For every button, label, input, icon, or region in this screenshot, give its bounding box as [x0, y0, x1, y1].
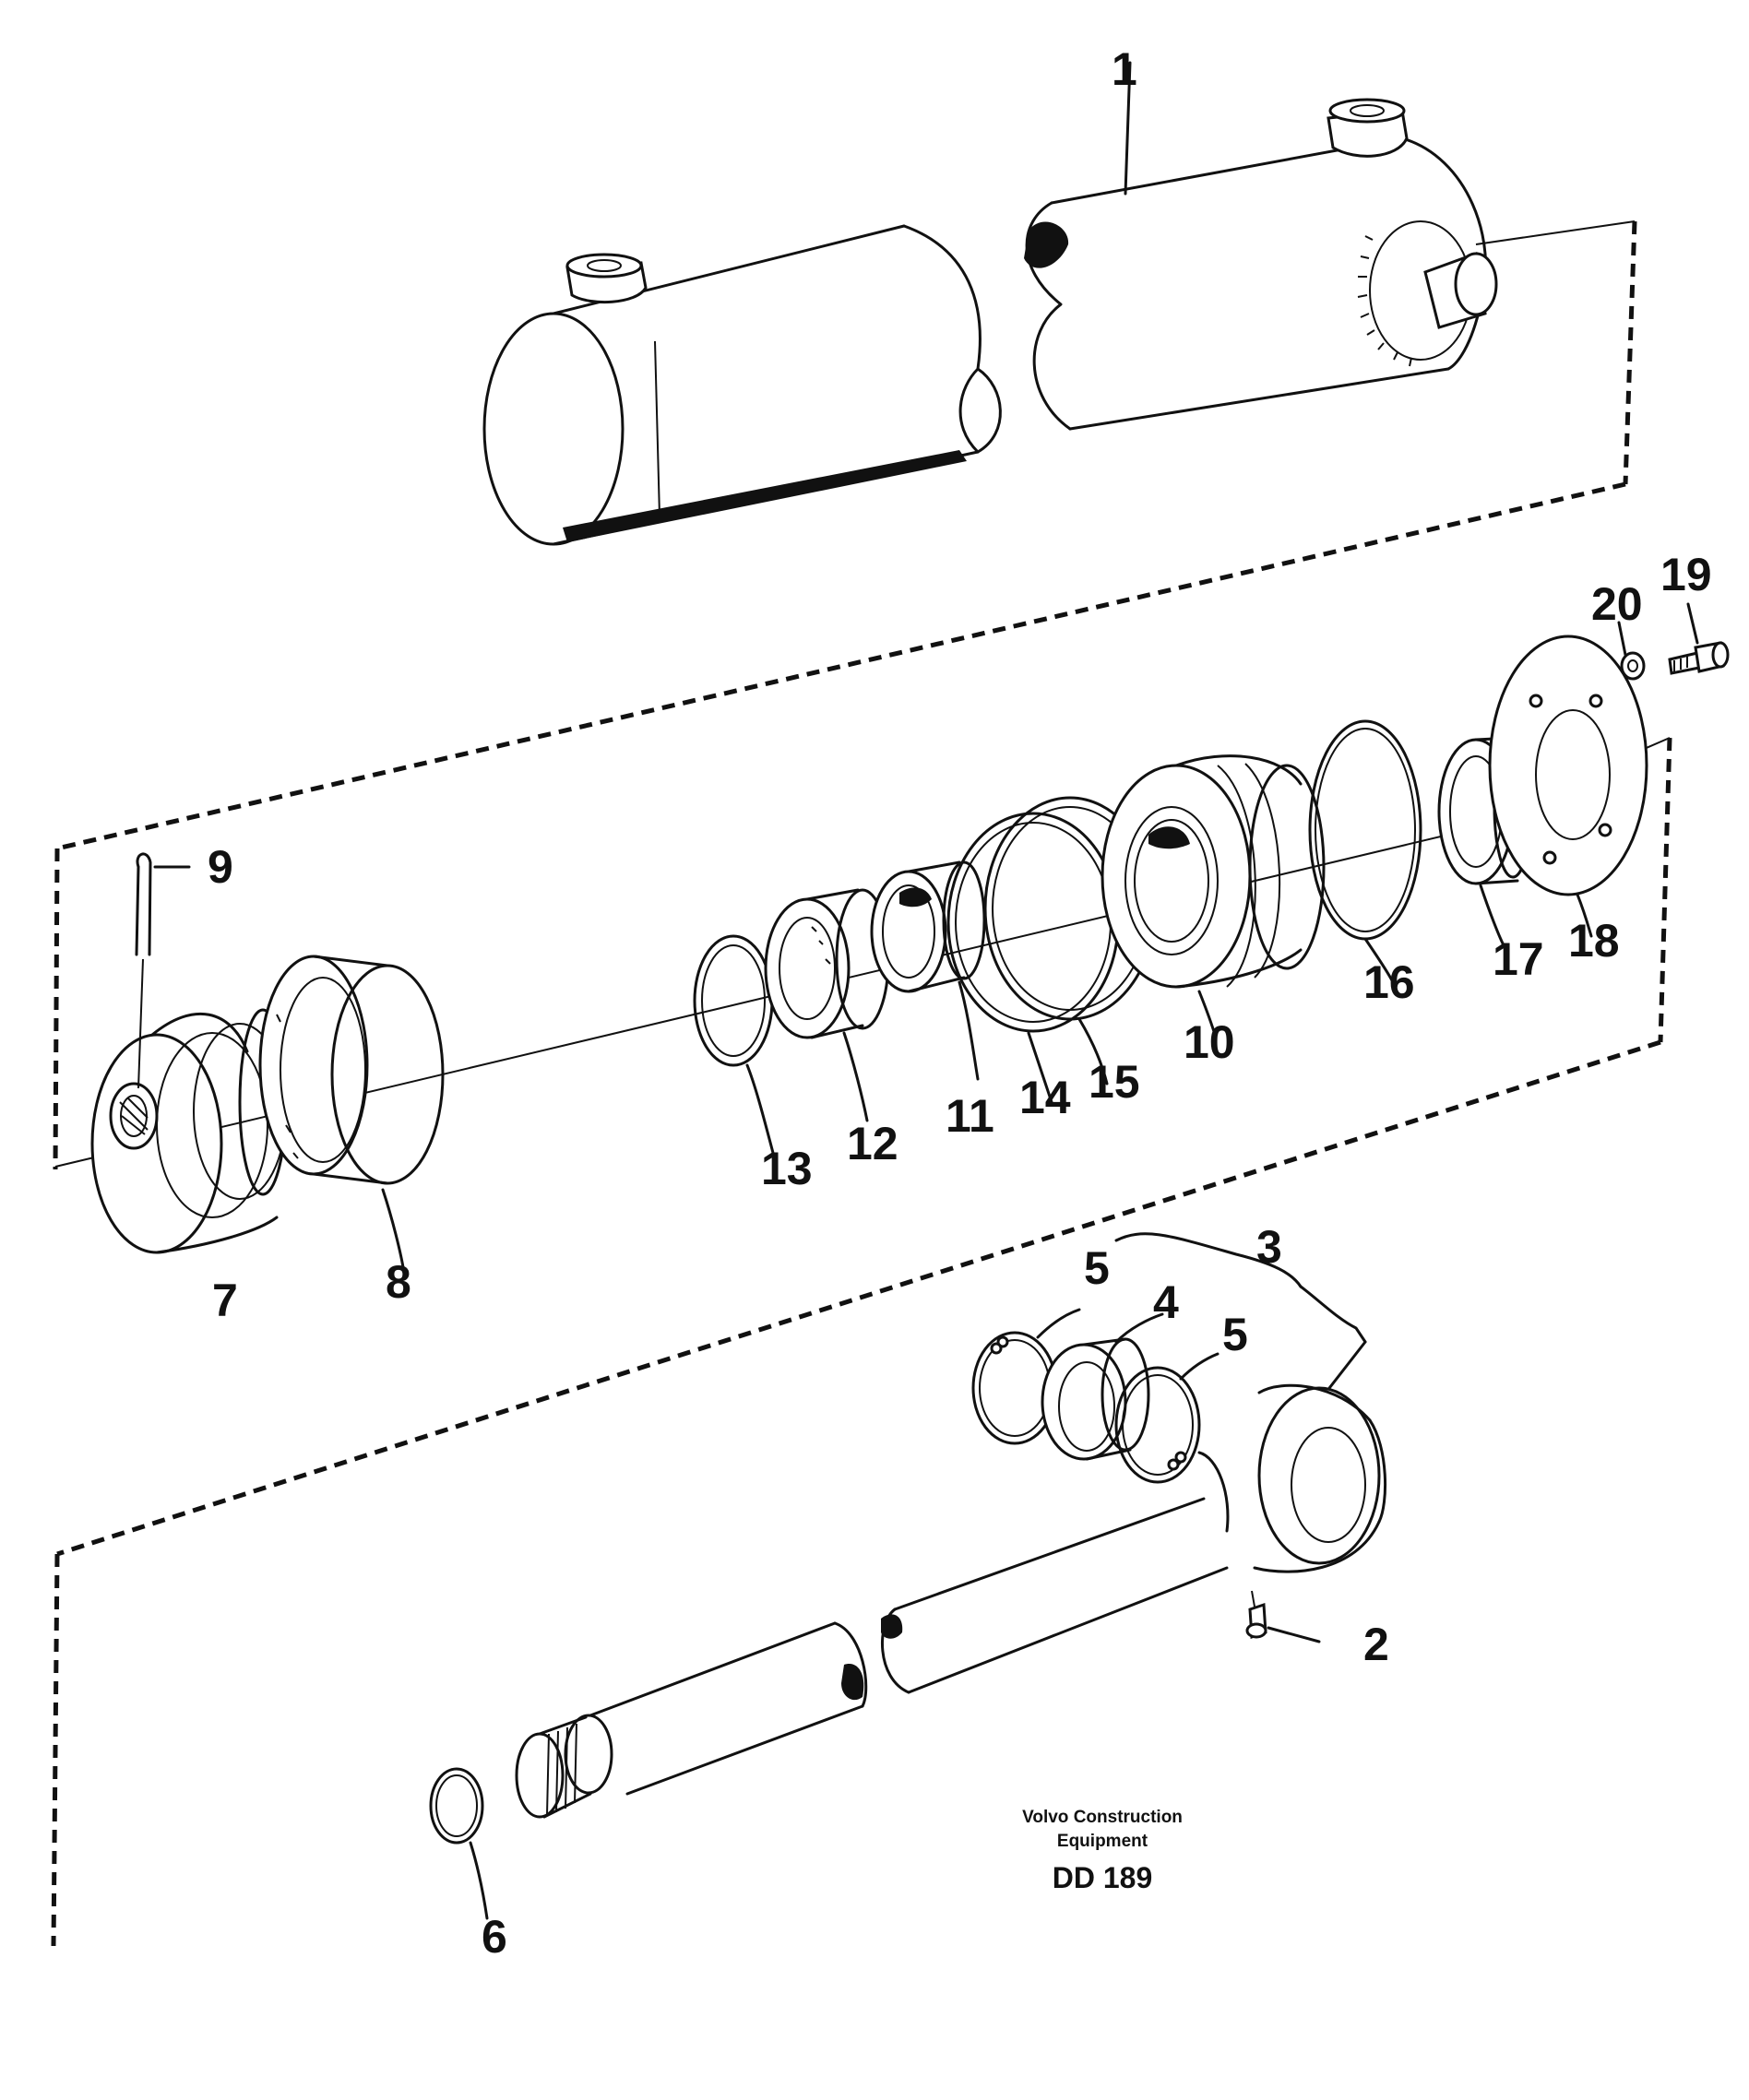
callout-5-right: 5	[1222, 1309, 1248, 1360]
caption-company: Volvo Construction	[1022, 1808, 1183, 1827]
callout-8: 8	[386, 1256, 411, 1308]
guide-ring-12	[764, 888, 890, 1122]
piston-rod	[515, 1383, 1386, 1819]
callout-13: 13	[761, 1143, 813, 1194]
callout-9: 9	[208, 841, 233, 893]
piston-10	[1101, 754, 1326, 1039]
callout-16: 16	[1363, 956, 1415, 1008]
o-ring-6	[429, 1767, 489, 1920]
seal-ring-8	[258, 955, 445, 1275]
retaining-ring-13	[693, 934, 775, 1155]
drawing-caption: Volvo Construction Equipment DD 189	[996, 1806, 1208, 1898]
callout-10: 10	[1184, 1016, 1235, 1068]
screw-19	[1668, 602, 1730, 675]
snap-ring-5-right	[1114, 1352, 1220, 1484]
assembly-frame-upper	[53, 220, 1637, 1170]
callout-17: 17	[1493, 933, 1544, 985]
callout-2: 2	[1363, 1619, 1389, 1670]
washer-20	[1617, 621, 1646, 681]
assembly-frame-lower	[51, 737, 1672, 1947]
callout-7: 7	[212, 1275, 238, 1326]
callout-5-left: 5	[1084, 1242, 1110, 1294]
callout-3: 3	[1256, 1221, 1282, 1273]
callout-1: 1	[1112, 43, 1137, 95]
split-pin	[135, 852, 191, 1089]
callout-4: 4	[1153, 1276, 1179, 1328]
bearing-4	[1041, 1312, 1164, 1461]
callout-18: 18	[1568, 915, 1620, 967]
callout-11: 11	[946, 1090, 994, 1142]
caption-company-line2: Equipment	[1056, 1832, 1148, 1851]
cylinder-head	[90, 1008, 288, 1254]
callout-6: 6	[482, 1911, 507, 1963]
o-ring-16	[1308, 719, 1422, 984]
bushing-11	[870, 860, 986, 1081]
callout-20: 20	[1591, 578, 1643, 630]
callout-14: 14	[1019, 1072, 1071, 1123]
cylinder-tube	[482, 61, 1498, 546]
callout-12: 12	[847, 1118, 898, 1169]
callout-15: 15	[1089, 1056, 1140, 1108]
flange-18	[1488, 635, 1648, 938]
drawing-code: DD 189	[1052, 1861, 1153, 1894]
callout-19: 19	[1660, 549, 1712, 600]
